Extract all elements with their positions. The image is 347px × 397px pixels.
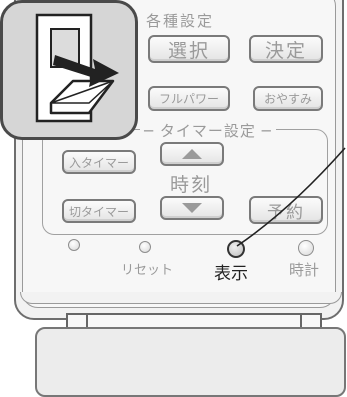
display-label: 表示 — [214, 264, 248, 284]
reset-indicator[interactable] — [139, 241, 151, 253]
timer-section-text: タイマー設定 — [159, 122, 256, 140]
off-timer-button[interactable]: 切タイマー — [62, 199, 136, 223]
on-timer-button[interactable]: 入タイマー — [62, 150, 136, 174]
time-up-button[interactable] — [160, 142, 224, 166]
indicator-unlabeled — [68, 239, 80, 251]
switch-open-icon — [35, 13, 119, 123]
hinge-mark-left — [86, 315, 88, 331]
confirm-button[interactable]: 決定 — [249, 35, 323, 63]
select-button[interactable]: 選択 — [148, 35, 230, 63]
switch-callout — [0, 0, 138, 140]
full-power-button[interactable]: フルパワー — [148, 86, 230, 111]
time-label: 時刻 — [170, 174, 213, 196]
clock-indicator[interactable] — [298, 240, 314, 256]
hinge-mark-right — [300, 315, 302, 331]
remote-bottom-edge — [20, 292, 342, 304]
flip-cover[interactable] — [35, 327, 346, 397]
down-arrow-icon — [182, 203, 202, 213]
sleep-button[interactable]: おやすみ — [253, 86, 323, 111]
callout-line — [236, 147, 346, 247]
reset-label: リセット — [121, 263, 174, 278]
timer-section-label: ─ タイマー設定 ─ — [140, 120, 276, 141]
clock-label: 時計 — [289, 261, 320, 279]
time-down-button[interactable] — [160, 196, 224, 220]
settings-label: 各種設定 — [146, 12, 215, 30]
up-arrow-icon — [182, 149, 202, 159]
reserve-button[interactable]: 予約 — [249, 196, 323, 224]
